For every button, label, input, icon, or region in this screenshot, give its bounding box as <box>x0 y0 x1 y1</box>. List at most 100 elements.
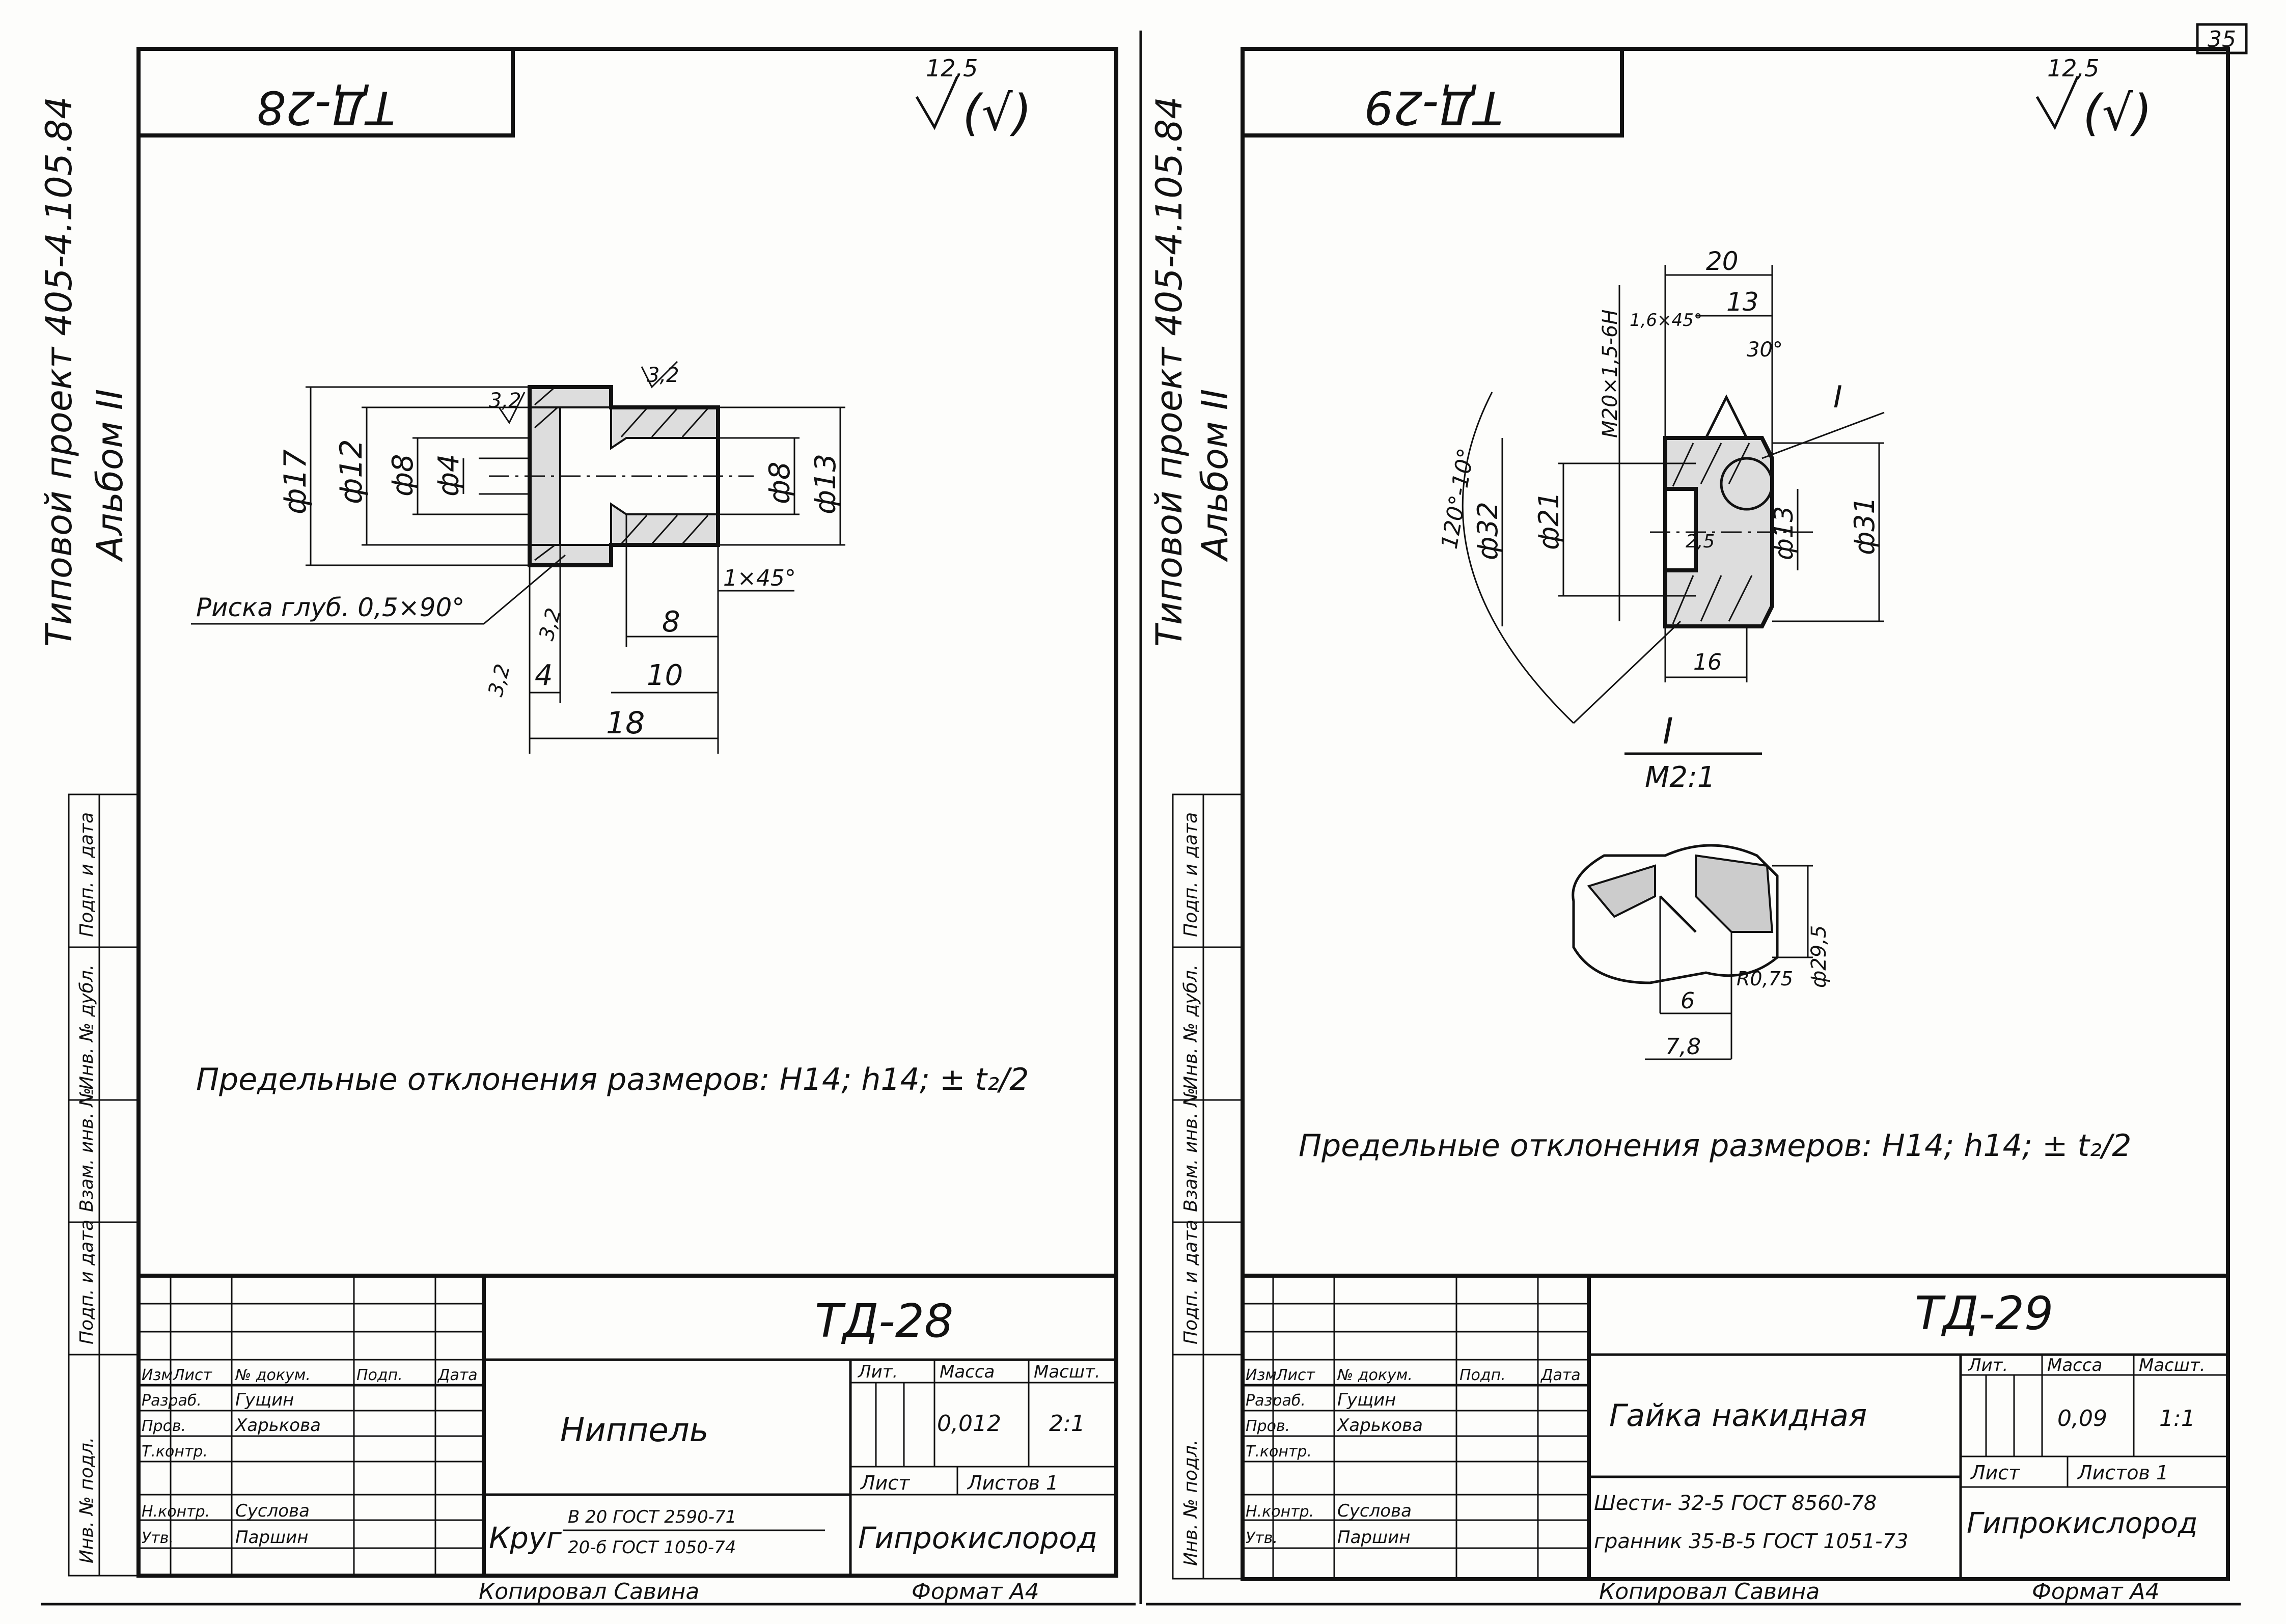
side-box-1: Инв. № подл. <box>76 1437 97 1563</box>
dim-l8: 8 <box>662 605 680 639</box>
tb-sheets: Листов 1 <box>967 1472 1058 1494</box>
tb-mat-top: В 20 ГОСТ 2590-71 <box>568 1507 736 1527</box>
tb-r-part-name: Гайка накидная <box>1609 1398 1867 1434</box>
side-label-album-r: Альбом II <box>1194 389 1236 562</box>
side-label-project-r: Типовой проект 405-4.105.84 <box>1148 96 1190 647</box>
tb-r-scale-h: Масшт. <box>2139 1355 2206 1375</box>
tb-r-h-sign: Подп. <box>1459 1366 1506 1384</box>
tb-role-3: Т.контр. <box>142 1443 208 1461</box>
tb-name-2: Харькова <box>234 1415 321 1436</box>
tolerance-note-right: Предельные отклонения размеров: H14; h14… <box>1299 1128 2131 1164</box>
side-box-r5: Подп. и дата <box>1180 812 1201 937</box>
tb-r-scale: 1:1 <box>2159 1406 2195 1432</box>
roughness-value-r: 12,5 <box>2047 54 2099 82</box>
dim-right: ф8 ф13 <box>718 406 845 546</box>
side-label-album: Альбом II <box>89 389 131 562</box>
tb-mat-prefix: Круг <box>489 1521 562 1555</box>
side-box-r2: Подп. и дата <box>1180 1220 1201 1344</box>
dim-l4: 4 <box>535 659 553 692</box>
dim-r25: 2,5 <box>1686 531 1715 552</box>
tb-r-mass: 0,09 <box>2057 1406 2107 1432</box>
tb-r-mass-h: Масса <box>2047 1355 2102 1375</box>
tb-r-sheets: Листов 1 <box>2077 1462 2168 1484</box>
tb-sheet: Лист <box>860 1472 911 1494</box>
tb-mat-bottom: 20-б ГОСТ 1050-74 <box>568 1537 736 1558</box>
dim-d295: ф29,5 <box>1807 925 1831 988</box>
sheet-right: Типовой проект 405-4.105.84 Альбом II Ин… <box>1146 47 2241 1606</box>
dim-d12: ф12 <box>334 439 369 504</box>
page-number-box <box>2196 23 2248 54</box>
roughness-value: 12,5 <box>926 54 978 82</box>
dim-d8a: ф8 <box>387 454 420 497</box>
tb-role-2: Пров. <box>142 1417 186 1435</box>
stamp-designation: ТД-28 <box>257 80 395 134</box>
side-box-3: Взам. инв. № <box>76 1088 97 1212</box>
sheet-left-frame <box>136 47 1118 1578</box>
tb-r-org: Гипрокислород <box>1967 1507 2198 1540</box>
callout-I: I <box>1833 379 1842 415</box>
dim-d13: ф13 <box>809 454 842 514</box>
tb-mass-h: Масса <box>940 1362 995 1382</box>
side-box-5: Подп. и дата <box>76 812 97 937</box>
tb-h-doc: № докум. <box>234 1366 311 1384</box>
tolerance-note-left: Предельные отклонения размеров: H14; h14… <box>196 1062 1029 1097</box>
dim-d4: ф4 <box>432 454 465 497</box>
roughness-bracket-r: (√) <box>2083 85 2152 142</box>
roughness-bracket: (√) <box>962 85 1032 142</box>
tb-name-5: Суслова <box>235 1501 310 1521</box>
tb-h-izm: Изм <box>142 1366 173 1384</box>
dim-d13-r: ф13 <box>1769 506 1799 560</box>
dim-a30: 30° <box>1747 338 1783 362</box>
tb-r-name-2: Харькова <box>1336 1415 1423 1436</box>
tb-designation: ТД-28 <box>815 1295 953 1348</box>
side-box-4: Инв. № дубл. <box>76 965 97 1090</box>
tb-mass: 0,012 <box>937 1411 1001 1437</box>
dim-d17: ф17 <box>278 449 313 514</box>
tb-r-sheet: Лист <box>1970 1462 2021 1484</box>
sheet-right-frame <box>1241 47 2230 1581</box>
title-block-left: Изм Лист № докум. Подп. Дата Разраб. Про… <box>139 1274 1116 1576</box>
dim-l78: 7,8 <box>1665 1034 1701 1060</box>
roughness-symbol <box>915 75 959 130</box>
dim-d31: ф31 <box>1849 497 1881 555</box>
dim-thread: M20×1,5-6H <box>1599 310 1622 438</box>
dim-d32: ф32 <box>1472 502 1504 560</box>
tb-r-mat-1: Шести- 32-5 ГОСТ 8560-78 <box>1594 1492 1877 1515</box>
detail-scale: М2:1 <box>1645 761 1715 794</box>
sheet-left: Типовой проект 405-4.105.84 Альбом II Ин… <box>38 31 1142 1606</box>
tb-role-1: Разраб. <box>142 1392 202 1410</box>
side-strip-r: Инв. № подл. Подп. и дата Взам. инв. № И… <box>1172 793 1244 1580</box>
tb-r-name-5: Суслова <box>1337 1501 1412 1521</box>
format-right: Формат А4 <box>2032 1579 2160 1605</box>
side-box-2: Подп. и дата <box>76 1220 97 1344</box>
tb-r-h-izm: Изм <box>1246 1366 1277 1384</box>
dim-chamfer: 1×45° <box>723 565 796 591</box>
tb-r-role-6: Утв. <box>1246 1529 1278 1547</box>
side-strip: Инв. № подл. Подп. и дата Взам. инв. № И… <box>68 793 140 1577</box>
dim-d8b: ф8 <box>763 461 796 504</box>
tb-role-5: Н.контр. <box>142 1503 210 1521</box>
side-box-r4: Инв. № дубл. <box>1180 965 1201 1090</box>
format-left: Формат А4 <box>912 1579 1039 1605</box>
tb-r-lit: Лит. <box>1967 1355 2008 1375</box>
dim-l13: 13 <box>1726 287 1759 317</box>
dim-d21: ф21 <box>1533 491 1565 550</box>
dim-left: ф17 ф12 ф8 ф4 <box>278 386 530 566</box>
tb-r-name-1: Гущин <box>1337 1390 1396 1410</box>
tb-h-list: Лист <box>173 1366 213 1384</box>
rough-32c: 3,2 <box>535 605 566 643</box>
title-block-right: Изм Лист № докум. Подп. Дата Разраб. Про… <box>1243 1274 2228 1579</box>
stamp-box <box>136 47 515 137</box>
stamp-designation-r: ТД-29 <box>1364 80 1503 134</box>
tb-h-date: Дата <box>437 1366 478 1384</box>
copied-by-left: Копировал Савина <box>479 1579 699 1605</box>
detail-title: I <box>1663 710 1673 752</box>
copied-by-right: Копировал Савина <box>1599 1579 1820 1605</box>
tb-r-role-5: Н.контр. <box>1246 1503 1314 1521</box>
nut-drawing: 20 13 1,6×45° 30° M20×1,5-6H I 120°-10° … <box>1437 246 1885 1060</box>
nipple-drawing: ф17 ф12 ф8 ф4 ф8 ф13 <box>191 361 845 754</box>
tb-r-h-doc: № докум. <box>1336 1366 1413 1384</box>
tb-name-1: Гущин <box>235 1390 294 1410</box>
